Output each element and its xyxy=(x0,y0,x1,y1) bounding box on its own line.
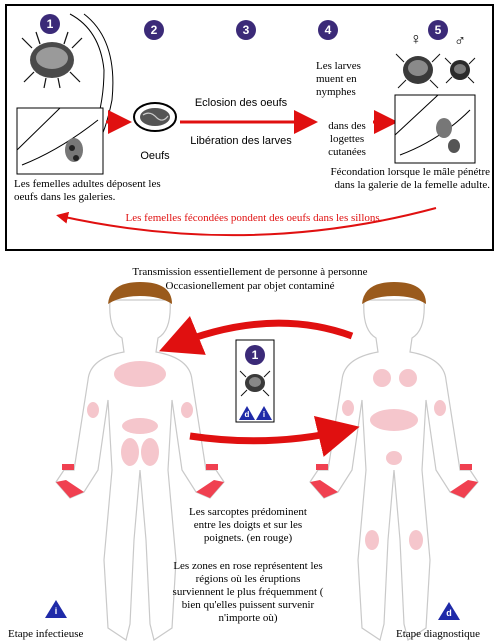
step-2-circle: 2 xyxy=(144,20,164,40)
step-5-circle: 5 xyxy=(428,20,448,40)
rash-zone-elbow-left xyxy=(87,402,99,418)
transmission-line-2: Occasionellement par objet contaminé xyxy=(90,280,410,293)
wrist-mark-right xyxy=(206,464,218,470)
human-figure-front xyxy=(310,300,478,640)
eggs-label: Oeufs xyxy=(130,150,180,163)
wrist-mark-front-left xyxy=(316,464,328,470)
step-4-circle: 4 xyxy=(318,20,338,40)
wrist-mark-front-right xyxy=(460,464,472,470)
step5-caption: Fécondation lorsque le mâle pénétre dans… xyxy=(322,166,490,192)
skin-burrow-inset-1 xyxy=(17,108,103,174)
rash-zone-arm-right xyxy=(434,400,446,416)
rash-zone-waist xyxy=(122,418,158,434)
step1-caption: Les femelles adultes déposent les oeufs … xyxy=(14,178,164,204)
rash-zone-buttock-right xyxy=(141,438,159,466)
eggs-icon xyxy=(134,103,176,131)
center-badge-d: d xyxy=(241,410,253,419)
diagnostic-stage-label: Etape diagnostique xyxy=(396,628,480,641)
skin-burrow-inset-5 xyxy=(395,95,475,163)
infective-badge-letter: i xyxy=(50,606,62,616)
return-caption: Les femelles fécondées pondent des oeufs… xyxy=(104,212,404,225)
pink-zones-note: Les zones en rose représentent les régio… xyxy=(170,560,326,625)
rash-zone-knee-right xyxy=(409,530,423,550)
larvae-release-label: Libération des larves xyxy=(176,135,306,148)
predominance-note: Les sarcoptes prédominent entre les doig… xyxy=(182,506,314,545)
adult-female-mite-icon xyxy=(22,32,82,88)
transmission-arrow-right xyxy=(190,430,346,441)
female-symbol: ♀ xyxy=(410,32,422,48)
rash-zone-knee-left xyxy=(365,530,379,550)
rash-zone-chest-right xyxy=(399,369,417,387)
wrist-mark-left xyxy=(62,464,74,470)
rash-zone-groin xyxy=(386,451,402,465)
rash-zone-arm-left xyxy=(342,400,354,416)
male-mite-icon xyxy=(445,58,475,83)
rash-zone-back xyxy=(114,361,166,387)
rash-zone-elbow-right xyxy=(181,402,193,418)
step-3-circle: 3 xyxy=(236,20,256,40)
rash-zone-buttock-left xyxy=(121,438,139,466)
female-mite-icon xyxy=(396,54,440,88)
center-step-circle: 1 xyxy=(245,345,265,365)
skin-pockets-label: dans des logettes cutanées xyxy=(316,120,378,159)
male-symbol: ♂ xyxy=(454,34,466,50)
diagnostic-badge-letter: d xyxy=(443,608,455,618)
transmission-line-1: Transmission essentiellement de personne… xyxy=(90,266,410,279)
step-1-circle: 1 xyxy=(40,14,60,34)
rash-zone-chest-left xyxy=(373,369,391,387)
infective-stage-label: Etape infectieuse xyxy=(8,628,83,641)
larvae-molt-label: Les larves muent en nymphes xyxy=(316,60,378,99)
hatching-label: Eclosion des oeufs xyxy=(176,97,306,110)
center-badge-i: i xyxy=(258,410,270,419)
rash-zone-belt xyxy=(370,409,418,431)
